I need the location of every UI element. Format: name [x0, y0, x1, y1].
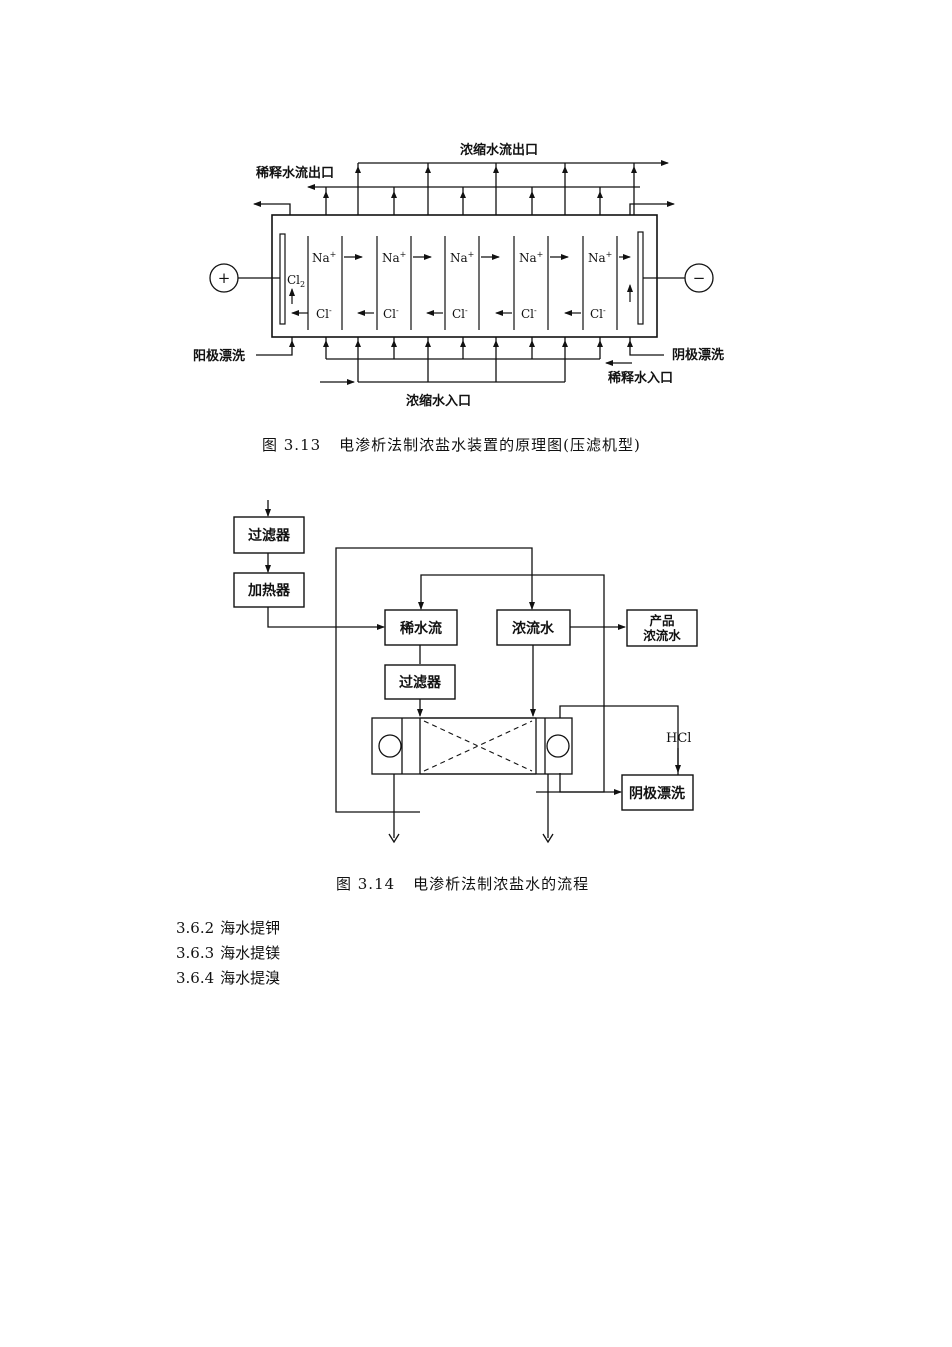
electrodialysis-stack [271, 214, 658, 338]
membranes [307, 236, 618, 330]
hcl-label: HCl [666, 731, 691, 746]
membrane-stack-flow-cross [423, 720, 533, 772]
anode-sign: + [218, 269, 231, 287]
cathode-rinse-inlet [629, 337, 664, 356]
cathode-terminal [684, 263, 714, 293]
anode-rinse-inlet [256, 337, 293, 356]
heater-box [233, 572, 305, 608]
electrode-left-icon [378, 734, 402, 758]
dilute-inlet-label: 稀释水入口 [608, 370, 673, 386]
cathode-electrode [637, 231, 644, 325]
chloride-ions: Cl- Cl- Cl- Cl- Cl- [316, 306, 606, 321]
sodium-ion-label: Na+ [450, 250, 474, 265]
dilute-stream-label: 稀水流 [400, 620, 442, 637]
riser-arrows [323, 166, 637, 198]
figure-3-13-caption: 图 3.13 电渗析法制浓盐水装置的原理图(压滤机型) [262, 434, 641, 455]
product-label-line2: 浓流水 [643, 628, 681, 643]
sodium-ion-label: Na+ [588, 250, 612, 265]
sodium-ion-label: Na+ [382, 250, 406, 265]
concentrate-stream-label: 浓流水 [512, 620, 555, 637]
sodium-ions: Na+ Na+ Na+ Na+ Na+ [312, 250, 612, 265]
cathode-sign: − [693, 269, 706, 287]
product-box [626, 609, 698, 647]
dilute-inlet-header [325, 337, 632, 366]
chloride-ion-label: Cl- [383, 306, 399, 321]
chloride-ion-label: Cl- [316, 306, 332, 321]
sodium-ion-label: Na+ [519, 250, 543, 265]
figure-title: 电渗析法制浓盐水的流程 [413, 875, 590, 893]
concentrate-outlet-label: 浓缩水流出口 [460, 142, 538, 158]
rinse-outlets [253, 201, 675, 215]
anode-electrode [279, 233, 286, 325]
sodium-ion-label: Na+ [312, 250, 336, 265]
figure-number: 图 3.13 [262, 436, 322, 454]
cathode-rinse-box [621, 774, 694, 811]
concentrate-inlet-label: 浓缩水入口 [406, 393, 471, 409]
anode-terminal [209, 263, 239, 293]
filter-box-mid [384, 664, 456, 700]
product-label-line1: 产品 [649, 613, 674, 628]
chloride-ion-label: Cl- [521, 306, 537, 321]
dilute-outlet-label: 稀释水流出口 [256, 165, 334, 181]
figure-title: 电渗析法制浓盐水装置的原理图(压滤机型) [339, 436, 641, 454]
filter-mid-label: 过滤器 [399, 674, 442, 691]
chloride-ion-label: Cl- [590, 306, 606, 321]
chloride-ion-label: Cl- [452, 306, 468, 321]
figure-3-14-caption: 图 3.14 电渗析法制浓盐水的流程 [336, 873, 589, 894]
dilute-stream-box [384, 609, 458, 646]
filter-box-top [233, 516, 305, 554]
anode-rinse-label: 阳极漂洗 [193, 348, 245, 364]
electrode-right-icon [546, 734, 570, 758]
figure-number: 图 3.14 [336, 875, 396, 893]
cathode-rinse-label: 阴极漂洗 [629, 785, 685, 802]
concentrate-outlet-header [357, 160, 669, 215]
chlorine-gas-label: Cl2 [287, 273, 305, 289]
heater-label: 加热器 [247, 582, 291, 599]
electrodialysis-principle-diagram: 浓缩水流出口 稀释水流出口 [193, 142, 724, 409]
filter-top-label: 过滤器 [248, 527, 291, 544]
cathode-rinse-label: 阴极漂洗 [672, 347, 724, 363]
concentrate-stream-box [496, 609, 571, 646]
